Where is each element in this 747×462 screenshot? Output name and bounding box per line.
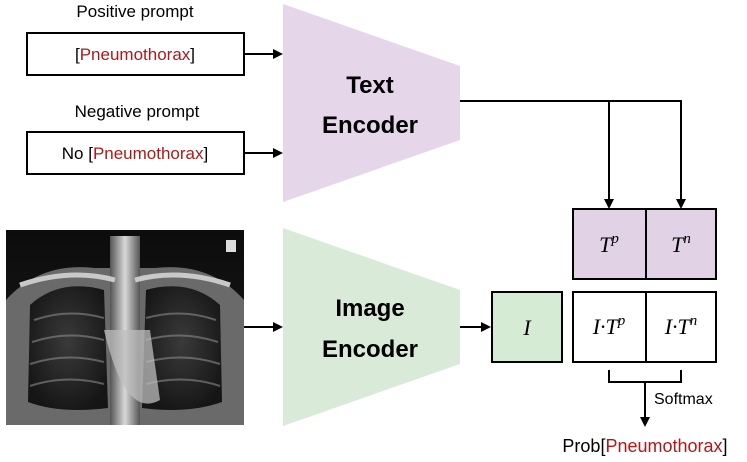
negative-prompt-text: No [Pneumothorax]: [62, 144, 209, 163]
dot-product-negative: [645, 291, 717, 363]
text-encoder-label-1: Text: [346, 72, 394, 99]
softmax-label: Softmax: [654, 391, 713, 408]
image-embedding: [491, 291, 563, 363]
dot-product-positive: [572, 291, 647, 363]
text-embedding-negative-label: Tn: [671, 231, 691, 257]
softmax-bracket: [608, 370, 682, 383]
positive-prompt-box: [26, 32, 245, 76]
output-probability: Prob[Pneumothorax]: [562, 436, 727, 456]
positive-prompt-title: Positive prompt: [76, 2, 193, 21]
text-embedding-negative: [645, 208, 717, 280]
text-encoder-block: [283, 4, 460, 202]
negative-prompt-title: Negative prompt: [75, 102, 200, 121]
text-embedding-positive-label: Tp: [599, 231, 619, 257]
chest-xray-image: [6, 230, 244, 425]
text-encoder-label-2: Encoder: [322, 112, 418, 139]
positive-prompt-text: [Pneumothorax]: [75, 45, 195, 64]
image-embedding-label: I: [522, 315, 532, 340]
image-encoder-block: [283, 228, 460, 426]
image-encoder-label-1: Image: [335, 295, 404, 322]
dot-product-negative-label: I·Tn: [664, 313, 698, 339]
negative-prompt-box: [26, 131, 245, 175]
image-encoder-label-2: Encoder: [322, 336, 418, 363]
text-embedding-positive: [572, 208, 647, 280]
dot-product-positive-label: I·Tp: [592, 313, 626, 339]
text-encoder-to-neg-arrow: [460, 100, 686, 209]
